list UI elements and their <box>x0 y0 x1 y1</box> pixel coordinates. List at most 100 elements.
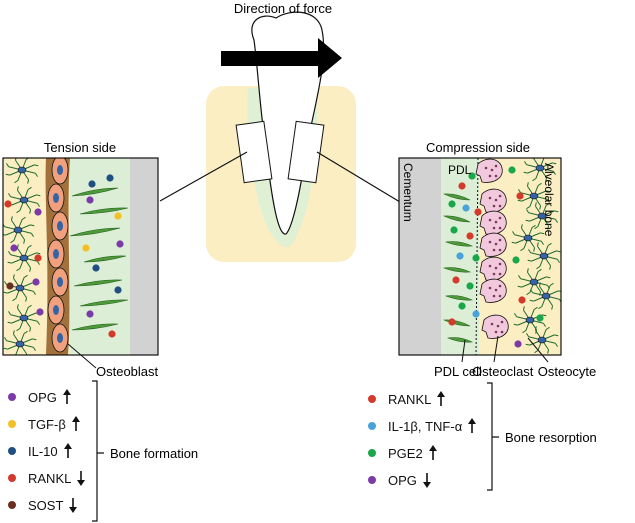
molecule-dot <box>458 182 466 190</box>
arrow-up-icon <box>62 389 71 404</box>
legend-dot <box>8 447 16 455</box>
pdl-fiber <box>446 337 474 343</box>
osteocyte <box>7 244 41 272</box>
legend-label: SOST <box>28 497 64 513</box>
compression-legend-item: PGE2 <box>368 445 438 461</box>
osteocyte <box>7 304 41 332</box>
osteocyte <box>523 158 557 182</box>
molecule-dot <box>116 240 124 248</box>
osteocyte <box>525 202 559 230</box>
tension-side-panel <box>2 157 159 356</box>
molecule-dot <box>114 212 122 220</box>
compression-legend-item: OPG <box>368 472 432 488</box>
legend-dot <box>8 393 16 401</box>
legend-label: TGF-β <box>28 416 66 432</box>
osteoblast-pointer <box>67 343 97 369</box>
osteocyte <box>3 216 35 244</box>
cementum-layer-right <box>399 158 441 355</box>
tooth-schematic <box>159 11 401 262</box>
osteoblast <box>51 158 69 185</box>
osteoclast <box>479 210 507 235</box>
molecule-dot <box>448 200 456 208</box>
pdl-fiber <box>69 227 121 237</box>
pdl-fiber <box>442 215 471 223</box>
osteocyte <box>517 182 551 210</box>
compression-legend-item: IL-1β, TNF-α <box>368 418 477 434</box>
legend-label: RANKL <box>388 391 432 407</box>
compression-leader-line <box>316 151 401 203</box>
pdl-fiber <box>79 299 129 307</box>
osteocyte <box>517 268 551 296</box>
molecule-dot <box>34 208 42 216</box>
molecule-dot <box>92 264 100 272</box>
bone-resorption-bracket <box>487 382 499 491</box>
osteoblast <box>47 183 65 213</box>
molecule-dot <box>536 314 544 322</box>
pdl-fiber <box>442 267 472 273</box>
compression-side-panel <box>398 157 562 356</box>
pdl-fiber <box>444 295 474 301</box>
molecule-dot <box>474 208 482 216</box>
bone-formation-label: Bone formation <box>110 446 198 461</box>
force-arrow <box>221 38 342 78</box>
molecule-dot <box>472 254 480 262</box>
legend-dot <box>368 449 376 457</box>
osteoclast <box>481 314 509 339</box>
arrow-up-icon <box>437 391 446 406</box>
pdl-fibers-right <box>442 193 474 343</box>
legend-label: OPG <box>388 472 417 488</box>
legend-label: OPG <box>28 389 57 405</box>
pdl-fiber <box>83 255 127 263</box>
molecule-dot <box>448 318 456 326</box>
tension-legend-item: IL-10 <box>8 443 73 459</box>
osteoblast <box>51 323 69 353</box>
osteoclast-label: Osteoclast <box>472 364 534 379</box>
pdl-fiber <box>444 241 474 247</box>
molecule-dot <box>458 302 466 310</box>
legend-dot <box>8 474 16 482</box>
compression-heading: Compression side <box>426 140 530 155</box>
osteoblast <box>47 239 65 269</box>
osteoclast <box>479 188 507 213</box>
tension-molecule-dots <box>4 174 124 338</box>
osteoblast <box>47 295 65 325</box>
arrow-up-icon <box>71 416 80 431</box>
molecule-dot <box>114 286 122 294</box>
osteocyte-pointer <box>527 337 549 363</box>
osteocyte <box>511 224 545 252</box>
molecule-dot <box>462 204 470 212</box>
arrow-up-icon <box>428 445 437 460</box>
compression-legend-item: RANKL <box>368 391 446 407</box>
osteoblast-cells <box>47 158 69 353</box>
molecule-dot <box>456 252 464 260</box>
osteocyte <box>525 326 559 354</box>
osteocyte <box>529 282 561 310</box>
osteoclast <box>479 232 507 257</box>
molecule-dot <box>452 276 460 284</box>
molecule-dot <box>472 310 480 318</box>
osteocyte <box>3 274 37 302</box>
tension-legend-item: OPG <box>8 389 72 405</box>
molecule-dot <box>36 308 44 316</box>
arrow-down-icon <box>77 471 86 486</box>
osteocyte-cells <box>3 158 41 355</box>
osteocyte <box>7 186 41 214</box>
osteoblast <box>51 211 69 241</box>
osteoclast <box>475 158 503 183</box>
legend-label: IL-10 <box>28 443 58 459</box>
pdl-cell-pointer <box>461 339 466 363</box>
molecule-dot <box>466 282 474 290</box>
pdl-cell-label: PDL cell <box>434 364 482 379</box>
pdl-fiber <box>71 187 119 197</box>
compression-molecule-dots <box>448 166 544 348</box>
molecule-dot <box>516 192 524 200</box>
legend-dot <box>368 476 376 484</box>
pdl-fiber <box>79 207 129 215</box>
molecule-dot <box>82 244 90 252</box>
molecule-dot <box>10 244 18 252</box>
molecule-dot <box>518 296 526 304</box>
diagram-title: Direction of force <box>234 1 332 16</box>
legend-dot <box>8 501 16 509</box>
molecule-dot <box>86 196 94 204</box>
